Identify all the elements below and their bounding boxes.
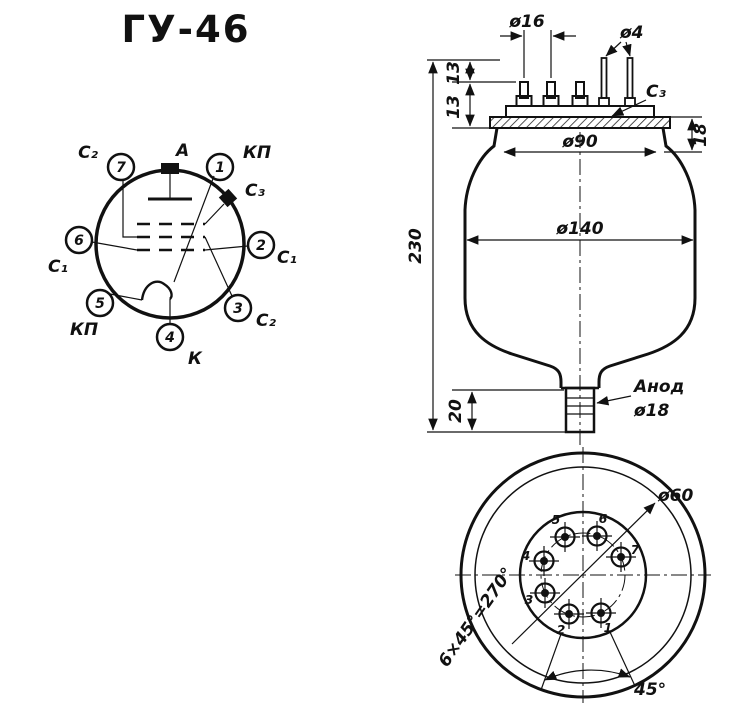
base-pin-4 — [529, 546, 559, 576]
pin-circle-2 — [246, 230, 276, 260]
dim-pin-circle-top: ø16 — [508, 12, 545, 32]
base-pin-number-6: 6 — [599, 511, 608, 526]
dim-anode-dia: ø18 — [633, 401, 670, 421]
dim-pin-circle: ø60 — [657, 486, 694, 506]
pin-circle-3 — [223, 293, 253, 323]
pin-circle-7 — [106, 152, 136, 182]
pin-circle-5 — [85, 288, 115, 318]
header-disc — [505, 105, 655, 118]
bottom-view: 7 6 5 4 3 2 1 ø60 45° 6×45°=270° — [435, 447, 711, 703]
pin-number-7: 7 — [116, 160, 126, 176]
base-pin-1 — [586, 598, 616, 628]
heater-symbol — [140, 280, 173, 301]
pin-number-3: 3 — [233, 301, 243, 317]
base-pin-number-1: 1 — [604, 620, 613, 635]
dim-bulb-dia: ø140 — [555, 219, 603, 239]
extension-lines — [427, 30, 702, 433]
pin-number-5: 5 — [95, 296, 105, 312]
side-view: ø16 ø4 13 13 18 С₃ ø90 ø140 230 20 Анод … — [406, 12, 711, 448]
top-pins — [515, 57, 636, 107]
base-pin-number-3: 3 — [525, 592, 534, 607]
pin-label-6: С₁ — [48, 257, 68, 277]
base-pin-6 — [582, 521, 612, 551]
side-grid3-label: С₃ — [646, 82, 666, 102]
base-pins — [529, 521, 636, 629]
pin-label-3: С₂ — [256, 311, 276, 331]
dim-pin-height: 13 — [444, 61, 464, 85]
key-angle-marks — [540, 631, 636, 691]
pinout-grid3-label: С₃ — [245, 181, 265, 201]
base-pin-7 — [606, 542, 636, 572]
pin-circle-6 — [64, 225, 94, 255]
pin-circle-1 — [205, 152, 235, 182]
pin-circle-dia-leader — [511, 502, 656, 645]
page-title: ГУ-46 — [122, 8, 251, 51]
pin-pitch-circle — [540, 532, 626, 618]
pin-number-2: 2 — [256, 238, 266, 254]
pin-number-1: 1 — [215, 160, 225, 176]
pin-label-4: К — [188, 349, 203, 369]
anode-label: Анод — [632, 377, 684, 397]
base-pin-number-5: 5 — [552, 512, 561, 527]
base-pin-number-2: 2 — [557, 622, 566, 637]
pin-number-6: 6 — [74, 233, 84, 249]
base-inner-circle — [518, 510, 648, 640]
dimension-lines — [428, 31, 697, 431]
base-pin-number-7: 7 — [631, 542, 640, 557]
pin-label-2: С₁ — [277, 248, 297, 268]
base-pin-number-4: 4 — [521, 548, 531, 563]
pin-spacing-note: 6×45°=270° — [435, 564, 518, 671]
dim-pin-dia: ø4 — [619, 23, 644, 43]
bulb-outline-right — [597, 127, 697, 388]
internal-elements — [91, 174, 249, 324]
dim-header-height: 13 — [444, 95, 464, 119]
anode-terminal-marker — [161, 163, 179, 174]
header-flange — [489, 116, 671, 129]
base-pin-2 — [554, 599, 584, 629]
base-pin-5 — [550, 522, 580, 552]
bulb-outline-left — [463, 127, 563, 388]
grid3-terminal-marker — [218, 188, 238, 208]
pinout-anode-label: А — [174, 141, 189, 161]
pin-label-7: С₂ — [78, 143, 98, 163]
pinout-pins: 1 2 3 4 5 6 7 — [64, 152, 276, 352]
base-pin-3 — [530, 578, 560, 608]
base-mid-circle — [474, 466, 692, 684]
base-outer-circle — [459, 451, 707, 699]
pin-label-5: КП — [70, 320, 98, 340]
dim-cap-dia: ø90 — [561, 132, 598, 152]
dim-flange-offset: 18 — [691, 123, 711, 147]
dim-overall-height: 230 — [406, 228, 426, 264]
key-angle-label: 45° — [633, 680, 666, 700]
pin-number-4: 4 — [164, 330, 175, 346]
pin-label-1: КП — [243, 143, 271, 163]
dim-anode-stem: 20 — [446, 399, 466, 423]
pinout-diagram: А С₃ 1 2 3 4 5 6 7 КП С₁ С₂ К КП С₁ С₂ — [48, 141, 297, 369]
pin-circle-4 — [155, 322, 185, 352]
